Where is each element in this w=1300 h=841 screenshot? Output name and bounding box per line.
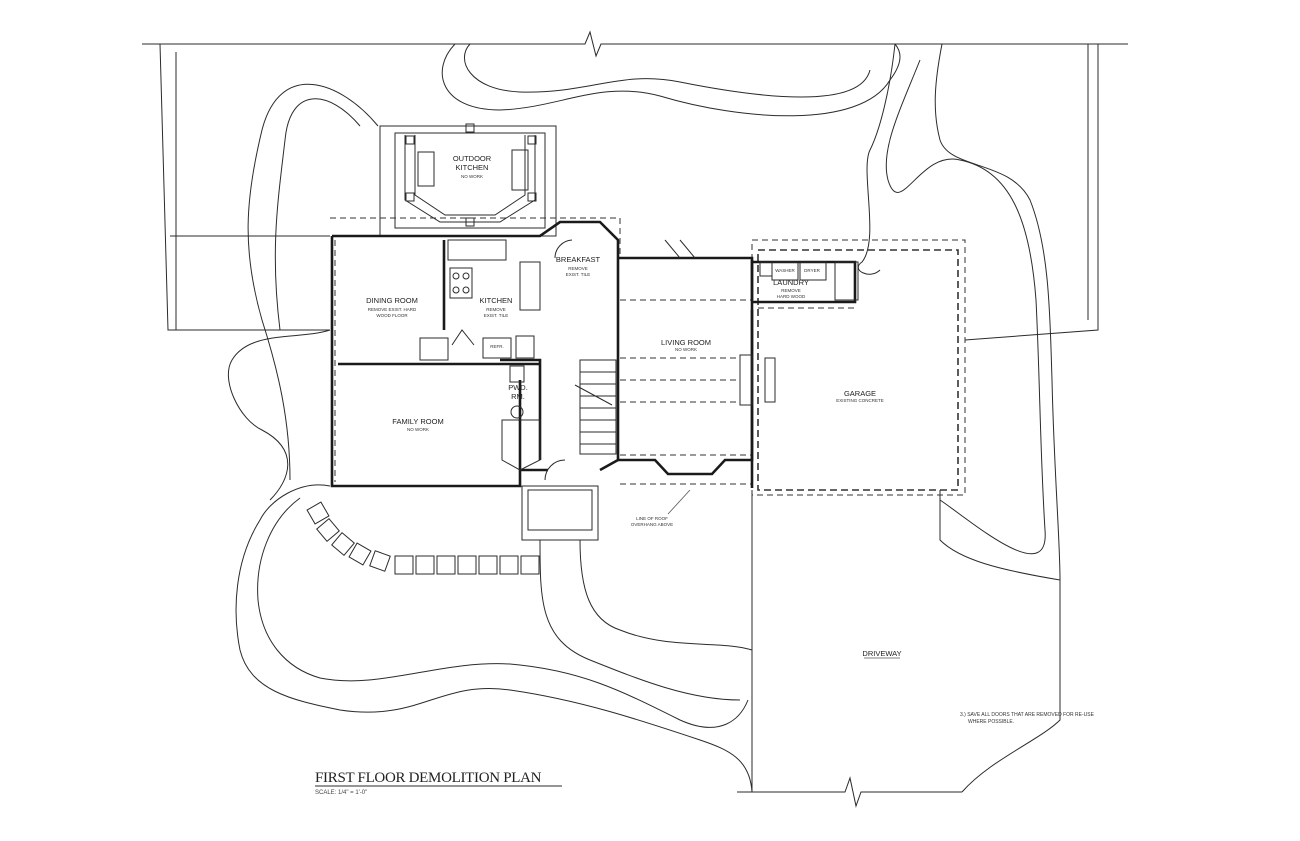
general-note-line-1: 3.) SAVE ALL DOORS THAT ARE REMOVED FOR … [960, 712, 1095, 718]
outdoor-kitchen-label-2: KITCHEN [456, 163, 489, 172]
family-room-note: NO WORK [407, 427, 429, 432]
laundry-note-1: REMOVE [781, 288, 801, 293]
fixture-labels: REFR. WASHER DRYER [490, 268, 820, 349]
living-room-label: LIVING ROOM [661, 338, 711, 347]
roof-overhang-note-1: LINE OF ROOF [636, 516, 668, 521]
kitchen-note-2: EXIST. TILE [484, 313, 508, 318]
breakfast-label: BREAKFAST [556, 255, 601, 264]
family-room-label: FAMILY ROOM [392, 417, 443, 426]
room-labels: OUTDOOR KITCHEN NO WORK BREAKFAST REMOVE… [366, 154, 902, 659]
outdoor-kitchen-note: NO WORK [461, 174, 483, 179]
outdoor-kitchen-label-1: OUTDOOR [453, 154, 492, 163]
drawing-title: FIRST FLOOR DEMOLITION PLAN [315, 770, 542, 786]
stepping-stones [306, 501, 540, 575]
roof-overhang-note-2: OVERHANG ABOVE [631, 522, 673, 527]
garage-label: GARAGE [844, 389, 876, 398]
breakfast-note-2: EXIST. TILE [566, 272, 590, 277]
powder-room-label-2: RM. [511, 392, 525, 401]
interior-details [419, 239, 859, 541]
living-room-note: NO WORK [675, 347, 697, 352]
laundry-note-2: HARD WOOD [777, 294, 806, 299]
driveway-label: DRIVEWAY [862, 649, 901, 658]
drawing-scale: SCALE: 1/4" = 1'-0" [315, 790, 367, 796]
kitchen-label: KITCHEN [480, 296, 513, 305]
outdoor-kitchen-area [379, 123, 557, 237]
dining-room-note-1: REMOVE EXIST. HARD [368, 307, 417, 312]
garage-note: EXISTING CONCRETE [836, 398, 884, 403]
roof-overhang-leader [667, 489, 691, 515]
breakfast-note-1: REMOVE [568, 266, 588, 271]
dining-room-note-2: WOOD FLOOR [376, 313, 408, 318]
site-landscape-outlines [159, 43, 1099, 793]
laundry-label: LAUNDRY [773, 278, 809, 287]
annotations: LINE OF ROOF OVERHANG ABOVE 3.) SAVE ALL… [631, 516, 1095, 725]
powder-room-label-1: PWD. [508, 383, 528, 392]
property-break-lines [142, 30, 1128, 808]
general-note-line-2: WHERE POSSIBLE. [968, 719, 1014, 725]
dryer-label: DRYER [804, 268, 820, 273]
dining-room-label: DINING ROOM [366, 296, 418, 305]
washer-label: WASHER [775, 268, 795, 273]
title-block: FIRST FLOOR DEMOLITION PLAN SCALE: 1/4" … [315, 770, 562, 796]
house-dashed-outline [330, 217, 966, 496]
refrigerator-label: REFR. [490, 344, 504, 349]
kitchen-note-1: REMOVE [486, 307, 506, 312]
